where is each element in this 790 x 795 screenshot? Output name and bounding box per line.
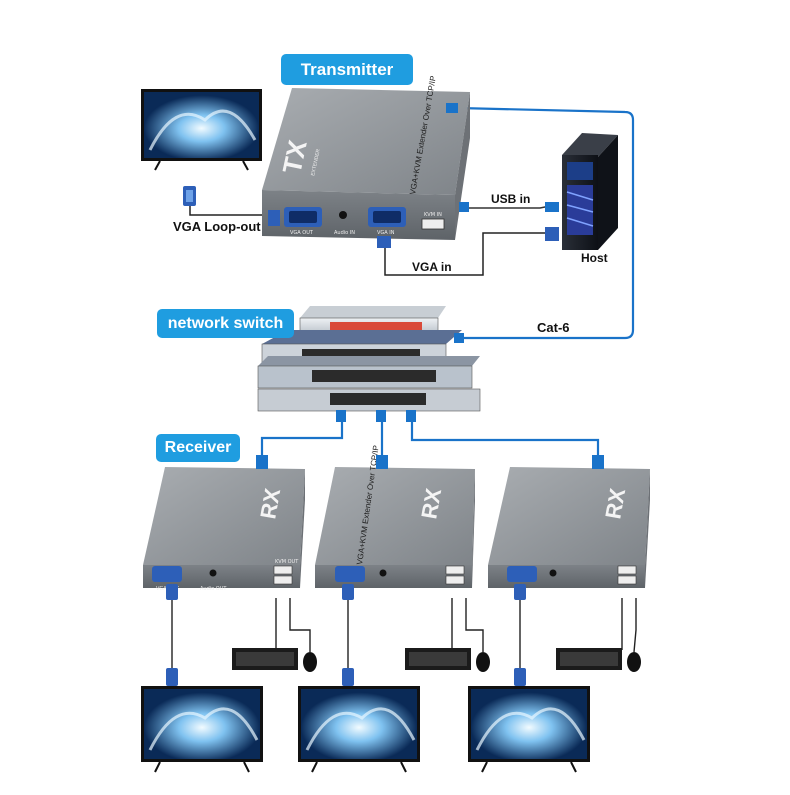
rx-device-3: RX — [488, 455, 650, 588]
tx-device: TX EXTENDER VGA+KVM Extender Over TCP/IP… — [262, 75, 470, 248]
tx-kvm-in-port — [421, 218, 445, 230]
label-transmitter: Transmitter — [281, 54, 413, 85]
label-host: Host — [581, 251, 608, 265]
rx1-cable — [260, 420, 344, 468]
tx-usb-plug — [459, 202, 469, 212]
rx-peripheral-cables — [171, 598, 637, 672]
keyboards-mice — [232, 648, 641, 672]
tx-label-vga-in: VGA IN — [377, 230, 395, 236]
monitor-rx-3 — [468, 686, 590, 773]
rx1-label-kvm-out: KVM OUT — [275, 559, 299, 565]
rx-device-2: RX VGA+KVM Extender Over TCP/IP — [315, 445, 475, 588]
tx-badge-sub: EXTENDER — [310, 148, 322, 176]
tx-label-audio-in: Audio IN — [334, 230, 355, 236]
rx2-badge: RX — [416, 486, 446, 521]
label-receiver: Receiver — [156, 434, 240, 462]
label-vga-loop-out: VGA Loop-out — [173, 219, 261, 234]
rx1-badge: RX — [255, 486, 285, 521]
host-pc — [545, 133, 618, 250]
tx-label-kvm-in: KVM IN — [424, 212, 442, 218]
tx-vgain-plug — [377, 236, 391, 248]
tx-label-vga-out: VGA OUT — [290, 230, 314, 236]
tx-loop-plug — [268, 210, 280, 226]
cat6-cable — [457, 106, 635, 340]
tx-lan-plug — [446, 103, 458, 113]
tx-audio-in-jack — [339, 211, 347, 219]
monitor-rx-2 — [298, 686, 420, 773]
rx1-label-audio-out: Audio OUT — [200, 586, 227, 592]
network-switch-stack — [257, 306, 481, 422]
label-usb-in: USB in — [491, 192, 531, 206]
label-network-switch: network switch — [157, 309, 294, 338]
rx3-cable — [410, 420, 600, 468]
vga-in-cable — [384, 232, 545, 276]
label-cat6: Cat-6 — [537, 320, 570, 335]
vga-plug-loop — [183, 186, 196, 206]
rx-device-1: RX VGA OUT Audio OUT KVM OUT — [143, 455, 305, 592]
label-vga-in: VGA in — [412, 260, 452, 274]
rx-vga-plugs — [166, 584, 526, 686]
monitor-tx — [141, 89, 262, 171]
vga-loop-cable — [189, 205, 272, 216]
monitor-rx-1 — [141, 686, 263, 773]
tx-badge: TX — [277, 137, 313, 176]
rx3-badge: RX — [600, 486, 630, 521]
